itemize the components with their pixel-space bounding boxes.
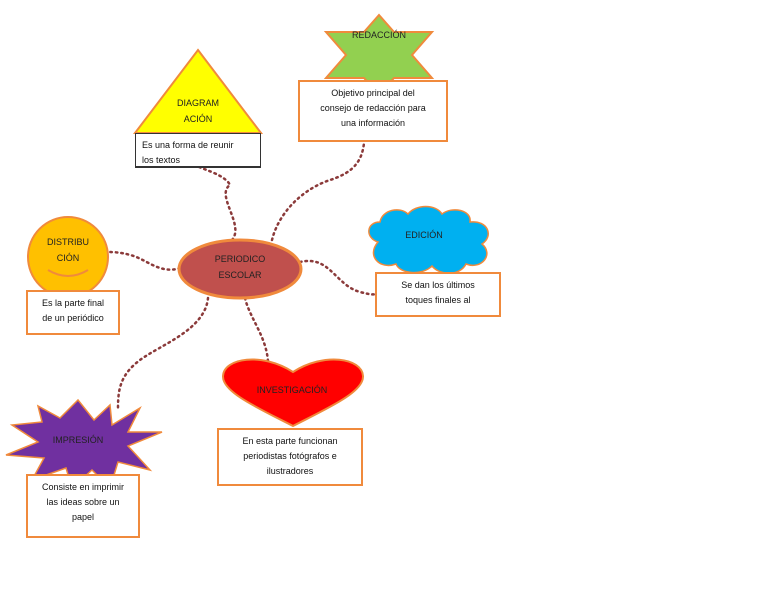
redaccion-desc-line2: consejo de redacción para xyxy=(320,103,426,113)
distribucion-desc-line1: Es la parte final xyxy=(41,298,105,308)
connector-edicion xyxy=(298,259,378,296)
diagramacion-title-line1: DIAGRAM xyxy=(177,98,219,108)
distribucion-title-line1: DISTRIBU xyxy=(47,237,89,247)
burst-shape xyxy=(5,398,163,490)
redaccion-desc-line3: una información xyxy=(340,118,406,128)
impresion-desc-line3: papel xyxy=(71,512,95,522)
diagramacion-title-line2: ACIÓN xyxy=(184,114,213,124)
connector-distribucion xyxy=(104,250,182,271)
heart-shape xyxy=(221,358,365,428)
diagramacion-desc-box: Es una forma de reunir los textos xyxy=(135,133,261,168)
diagramacion-desc-line2: los textos xyxy=(142,155,181,165)
edicion-desc-line2: toques finales al xyxy=(405,295,471,305)
smiley-mouth xyxy=(47,269,89,277)
connector-redaccion xyxy=(270,141,366,242)
investigacion-title: INVESTIGACIÓN xyxy=(257,385,328,395)
redaccion-desc-line1: Objetivo principal del xyxy=(331,88,415,98)
center-title-line2: ESCOLAR xyxy=(218,270,262,280)
connector-diagramacion xyxy=(195,164,237,242)
distribucion-desc-line2: de un periódico xyxy=(42,313,104,323)
investigacion-desc-line3: ilustradores xyxy=(266,466,314,476)
investigacion-desc-line2: periodistas fotógrafos e xyxy=(243,451,337,461)
impresion-title: IMPRESIÓN xyxy=(53,435,104,445)
center-node xyxy=(177,238,303,300)
connector-impresion xyxy=(116,296,210,410)
diagramacion-desc-line1: Es una forma de reunir xyxy=(142,140,234,150)
edicion-title: EDICIÓN xyxy=(405,230,443,240)
impresion-desc-box: Consiste en imprimir las ideas sobre un … xyxy=(26,474,140,538)
edicion-desc-box: Se dan los últimos toques finales al xyxy=(375,272,501,317)
edicion-desc-line1: Se dan los últimos xyxy=(401,280,475,290)
impresion-desc-line1: Consiste en imprimir xyxy=(41,482,125,492)
impresion-desc-line2: las ideas sobre un xyxy=(46,497,120,507)
distribucion-desc-box: Es la parte final de un periódico xyxy=(26,290,120,335)
distribucion-title-line2: CIÓN xyxy=(57,253,80,263)
redaccion-desc-box: Objetivo principal del consejo de redacc… xyxy=(298,80,448,142)
center-title-line1: PERIODICO xyxy=(215,254,266,264)
investigacion-desc-line1: En esta parte funcionan xyxy=(242,436,338,446)
investigacion-desc-box: En esta parte funcionan periodistas fotó… xyxy=(217,428,363,486)
redaccion-title: REDACCIÓN xyxy=(352,30,406,40)
